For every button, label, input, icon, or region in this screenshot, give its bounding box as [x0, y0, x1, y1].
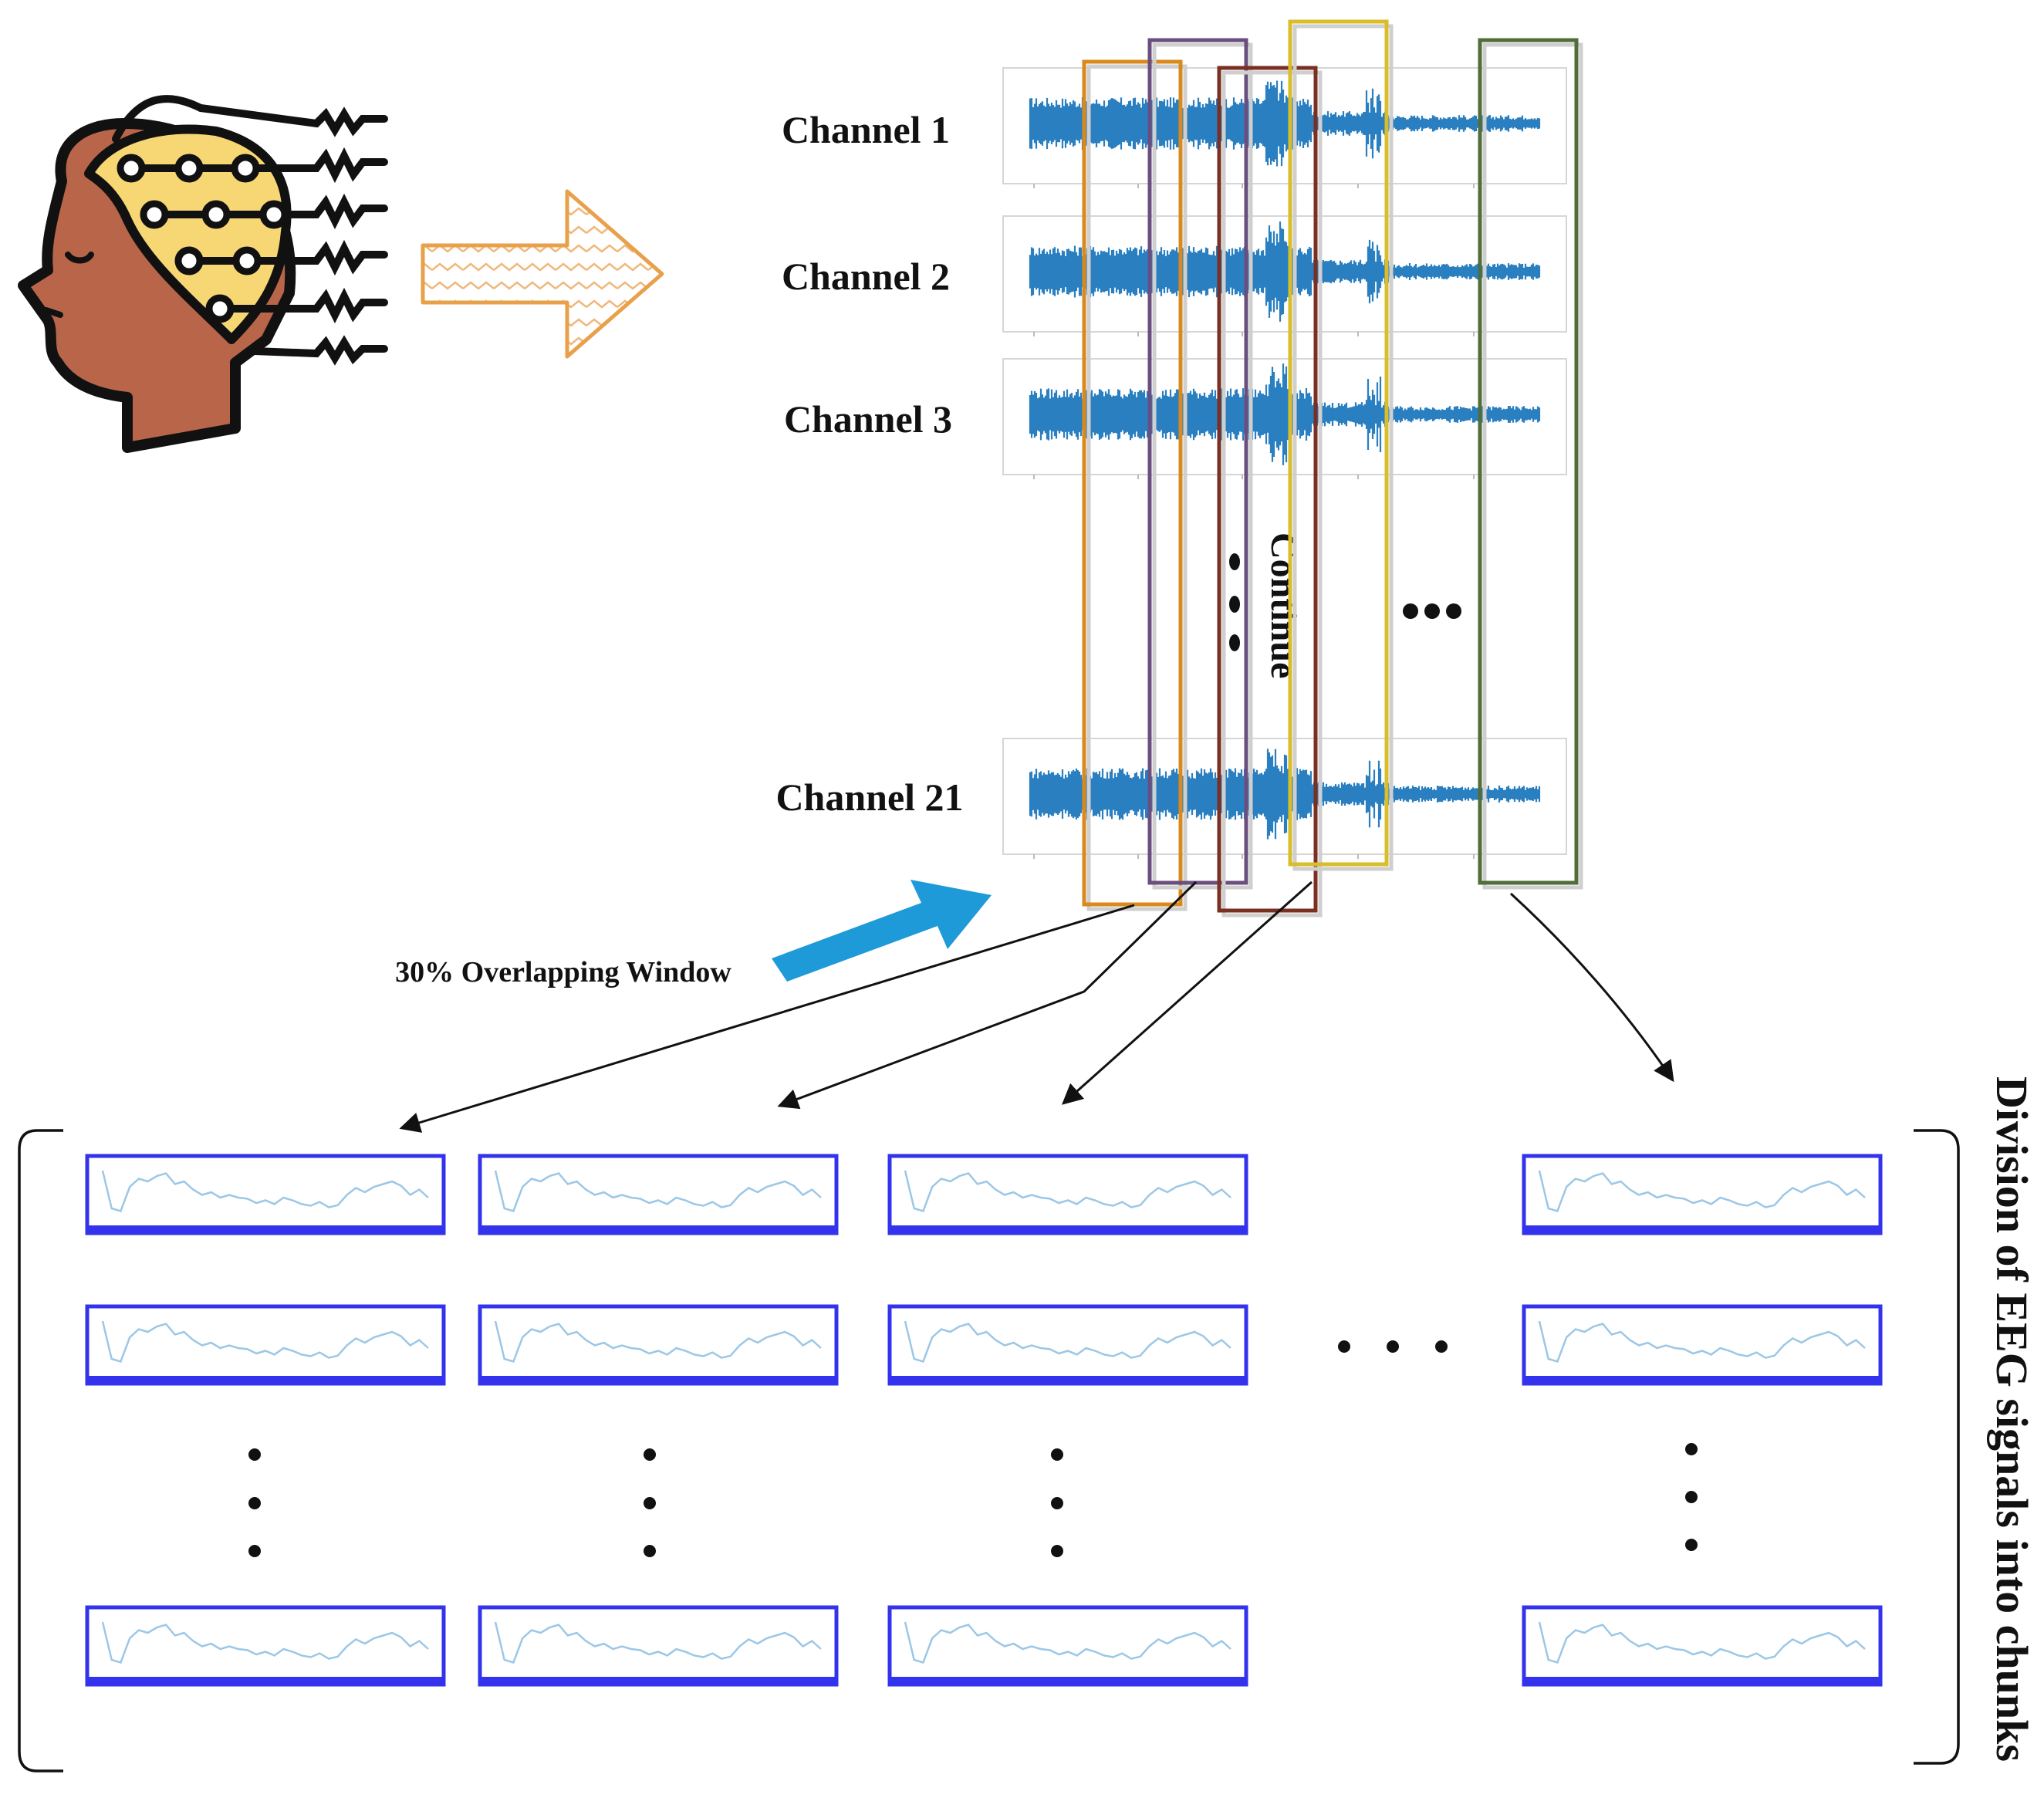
connector-arrow-2 [777, 880, 1198, 1110]
chunk-3-4 [1522, 1605, 1883, 1687]
channel-plot-4 [1002, 738, 1567, 859]
chunk-axis-bar [1524, 1225, 1880, 1233]
chunk-3-1 [85, 1605, 446, 1687]
chunk-frame [1522, 1605, 1883, 1687]
chunk-axis-bar [1524, 1677, 1880, 1685]
channel-plot-3 [1002, 358, 1567, 479]
chunk-frame [887, 1154, 1248, 1235]
chunk-trace [101, 1170, 429, 1213]
window-1 [1082, 59, 1183, 907]
chunk-3-3 [887, 1605, 1248, 1687]
chunk-2-4 [1522, 1304, 1883, 1386]
window-5 [1478, 38, 1579, 885]
chunk-trace [904, 1320, 1231, 1364]
overlap-arrow [772, 880, 992, 982]
chunk-frame [85, 1304, 446, 1386]
chunk-axis-bar [87, 1376, 444, 1384]
channel-1-label: Channel 1 [782, 108, 950, 151]
channel-plot-2 [1002, 215, 1567, 336]
channel-ellipsis-vertical [1229, 553, 1240, 651]
electrode-wires [112, 95, 388, 366]
chunk-axis-bar [890, 1376, 1246, 1384]
connector-arrow-4 [1509, 892, 1674, 1083]
window-shadow [1152, 42, 1253, 890]
chunk-trace [1538, 1170, 1866, 1213]
window-4 [1288, 19, 1389, 867]
chunk-axis-bar [480, 1677, 836, 1685]
chunk-frame [478, 1304, 839, 1386]
chunk-trace [904, 1170, 1231, 1213]
chunk-trace [101, 1621, 429, 1664]
electrodes [117, 154, 289, 323]
chunk-2-3 [887, 1304, 1248, 1386]
chunk-frame [85, 1154, 446, 1235]
overlapping-windows [1082, 19, 1583, 918]
chunk-trace [494, 1320, 822, 1364]
chunk-1-1 [85, 1154, 446, 1235]
chunk-frame [1522, 1154, 1883, 1235]
window-shadow [1482, 42, 1583, 890]
input-arrow [421, 189, 664, 359]
chunk-axis-bar [890, 1225, 1246, 1233]
chunk-axis-bar [480, 1225, 836, 1233]
chunk-trace [1538, 1320, 1866, 1364]
continue-label: Continue [1263, 532, 1304, 678]
chunk-axis-bar [480, 1376, 836, 1384]
chunk-trace [494, 1170, 822, 1213]
connector-arrows [399, 880, 1674, 1133]
chunk-trace [494, 1621, 822, 1664]
window-shadow [1221, 70, 1323, 918]
window-2 [1147, 38, 1248, 885]
chunk-1-4 [1522, 1154, 1883, 1235]
chunk-trace [904, 1621, 1231, 1664]
connector-arrow-3 [1061, 880, 1313, 1105]
chunk-frame [85, 1605, 446, 1687]
channel-2-label: Channel 2 [782, 255, 950, 298]
left-bracket [18, 1129, 63, 1773]
chunk-1-2 [478, 1154, 839, 1235]
window-shadow [1086, 64, 1188, 911]
chunk-1-3 [887, 1154, 1248, 1235]
chunk-grid [85, 1154, 1883, 1687]
channel-21-label: Channel 21 [775, 776, 963, 819]
window-ellipsis-horizontal [1403, 603, 1461, 619]
channel-3-label: Channel 3 [784, 397, 952, 441]
window-shadow [1292, 24, 1394, 871]
chunk-axis-bar [1524, 1376, 1880, 1384]
channel-plots [1002, 67, 1567, 859]
chunk-3-2 [478, 1605, 839, 1687]
chunk-trace [101, 1320, 429, 1364]
chunk-frame [478, 1605, 839, 1687]
chunk-trace [1538, 1621, 1866, 1664]
chunks-side-label: Division of EEG signals into chunks [1987, 1076, 2037, 1762]
overlap-label: 30% Overlapping Window [395, 956, 731, 988]
chunks-bracket [18, 1129, 1960, 1773]
connector-arrow-1 [399, 904, 1135, 1133]
chunk-axis-bar [87, 1677, 444, 1685]
chunk-2-1 [85, 1304, 446, 1386]
chunk-frame [478, 1154, 839, 1235]
chunk-2-2 [478, 1304, 839, 1386]
chunk-axis-bar [890, 1677, 1246, 1685]
chunk-ellipsis [248, 1340, 1698, 1557]
right-bracket [1914, 1129, 1960, 1765]
chunk-frame [1522, 1304, 1883, 1386]
window-3 [1217, 66, 1318, 913]
chunk-frame [887, 1304, 1248, 1386]
chunk-frame [887, 1605, 1248, 1687]
chunk-axis-bar [87, 1225, 444, 1233]
head-icon [18, 95, 388, 453]
